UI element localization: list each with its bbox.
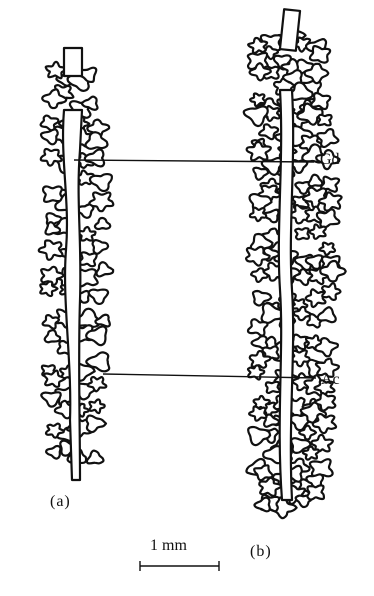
acinus-lobe <box>96 262 113 276</box>
acinus-lobe <box>310 46 330 63</box>
panel-b-label: (b) <box>250 544 272 560</box>
acinus-lobe <box>295 228 309 239</box>
acinus-lobe <box>41 129 58 144</box>
acinus-lobe <box>306 289 326 307</box>
acinus-lobe <box>89 399 104 413</box>
acinus-lobe <box>247 142 271 160</box>
acinus-lobe <box>254 498 269 512</box>
acinus-lobe <box>318 115 331 126</box>
panel-a-label: (a) <box>50 494 71 510</box>
acinus-lobe <box>95 315 109 327</box>
acinus-lobe <box>248 319 268 335</box>
gland-stalk <box>64 48 82 76</box>
acinus-lobe <box>250 94 265 106</box>
acinus-lobe <box>254 465 272 480</box>
acinus-lobe <box>248 427 270 445</box>
acinus-lobe <box>317 129 338 147</box>
acinus-lobe <box>307 485 323 499</box>
gland-b <box>244 9 346 518</box>
gland-a <box>39 48 114 480</box>
acinus-lobe <box>249 407 266 421</box>
gland-duct <box>63 110 82 480</box>
acinus-lobe <box>46 62 66 78</box>
acinus-lobe <box>79 252 97 266</box>
acinus-lobe <box>41 392 60 406</box>
acinus-lobe <box>89 290 108 304</box>
acinus-lobe <box>95 218 110 229</box>
gd-label: Gd <box>320 152 340 168</box>
acinus-lobe <box>310 224 326 238</box>
acinus-lobe <box>45 330 60 342</box>
acinus-lobe <box>317 209 340 227</box>
acinus-lobe <box>266 382 280 393</box>
acinus-lobe <box>313 414 336 433</box>
acinus-lobe <box>93 240 108 254</box>
gland-duct <box>279 90 293 500</box>
acinus-lobe <box>311 93 330 109</box>
gland-stalk <box>280 9 300 50</box>
acinus-lobe <box>318 307 336 322</box>
acinus-lobe <box>39 240 63 259</box>
acinus-lobe <box>309 175 323 186</box>
acinus-lobe <box>322 283 340 300</box>
acinus-lobe <box>90 174 112 191</box>
acinus-lobe <box>250 208 266 221</box>
scale-bar <box>140 561 219 571</box>
acinus-lobe <box>87 416 106 433</box>
acinus-lobe <box>43 315 59 329</box>
scale-label: 1 mm <box>150 538 187 554</box>
ac-label: Ac <box>321 372 340 388</box>
acinus-lobe <box>253 168 268 180</box>
acinus-lobe <box>46 446 60 459</box>
acinus-lobe <box>319 243 335 255</box>
acinus-lobe <box>87 451 104 464</box>
acinus-lobe <box>244 106 268 126</box>
